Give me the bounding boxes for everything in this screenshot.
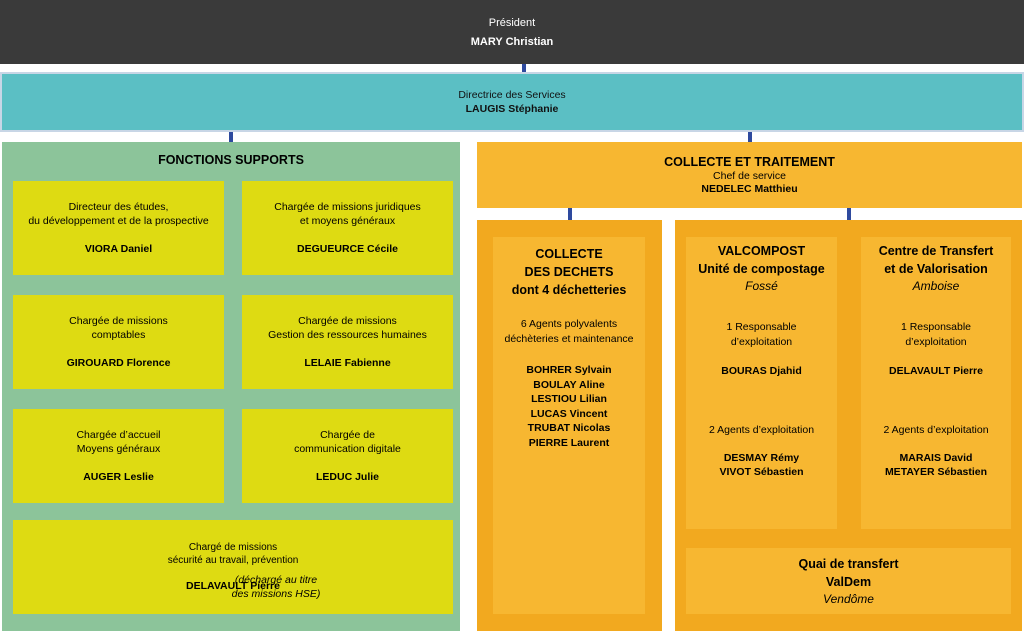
centre-agents: 2 Agents d’exploitation [883,424,989,436]
president-role: Président [488,16,536,29]
connector [229,132,233,142]
centre-place: Amboise [912,279,960,293]
quai-place: Vendôme [823,592,874,606]
support-box-5: Chargée d’accueil Moyens généraux AUGER … [13,409,224,503]
valcompost-agents-names: DESMAY Rémy VIVOT Sébastien [719,452,804,478]
centre-agents-names: MARAIS David METAYER Sébastien [884,452,988,478]
collecte-traitement-role: Chef de service [713,170,786,182]
support-role: Directeur des études, du développement e… [28,201,209,227]
support-name: GIROUARD Florence [66,357,171,369]
support-name: VIORA Daniel [84,243,153,255]
support-name: LELAIE Fabienne [304,357,391,369]
connector [847,208,851,220]
directrice-name: LAUGIS Stéphanie [465,103,559,115]
centre-transfert-box: Centre de Transfert et de Valorisation A… [861,237,1011,529]
president-name: MARY Christian [470,35,554,48]
support-role: Chargé de missions sécurité au travail, … [167,542,299,566]
president-box: Président MARY Christian [0,0,1024,64]
support-role: Chargée de missions juridiques et moyens… [274,201,421,227]
support-name: DEGUEURCE Cécile [297,243,398,255]
centre-title: Centre de Transfert et de Valorisation [878,244,994,276]
support-role: Chargée de communication digitale [294,429,401,455]
valcompost-agents: 2 Agents d’exploitation [708,424,815,436]
valcompost-resp-name: BOURAS Djahid [721,365,802,377]
valcompost-title: VALCOMPOST Unité de compostage [698,244,825,276]
connector [568,208,572,220]
connector [522,64,526,72]
support-role: Chargée de missions comptables [69,315,168,341]
support-box-4: Chargée de missions Gestion des ressourc… [242,295,453,389]
quai-title: Quai de transfert ValDem [798,557,899,589]
support-name: LEDUC Julie [315,471,379,483]
centre-resp: 1 Responsable d’exploitation [900,321,972,348]
collecte-dechets-title: COLLECTE DES DECHETS dont 4 déchetteries [511,247,627,297]
directrice-role: Directrice des Services [458,89,566,101]
support-role: Chargée de missions Gestion des ressourc… [268,315,427,341]
support-box-6: Chargée de communication digitale LEDUC … [242,409,453,503]
collecte-traitement-title: COLLECTE ET TRAITEMENT [664,155,835,169]
supports-title: FONCTIONS SUPPORTS [158,153,304,167]
collecte-dechets-box: COLLECTE DES DECHETS dont 4 déchetteries… [493,237,645,614]
centre-resp-name: DELAVAULT Pierre [889,365,983,377]
hse-note: (déchargé au titre des missions HSE) [231,574,321,600]
directrice-box: Directrice des Services LAUGIS Stéphanie [0,72,1024,132]
connector [748,132,752,142]
collecte-traitement-box: COLLECTE ET TRAITEMENT Chef de service N… [477,142,1022,208]
quai-transfert-box: Quai de transfert ValDem Vendôme [686,548,1011,614]
collecte-dechets-names: BOHRER Sylvain BOULAY Aline LESTIOU Lili… [526,364,612,449]
support-box-1: Directeur des études, du développement e… [13,181,224,275]
support-name: AUGER Leslie [83,471,154,483]
support-box-hse: Chargé de missions sécurité au travail, … [13,520,453,614]
support-box-3: Chargée de missions comptables GIROUARD … [13,295,224,389]
collecte-dechets-agents: 6 Agents polyvalents déchèteries et main… [504,318,634,345]
valcompost-place: Fossé [745,279,778,293]
support-role: Chargée d’accueil Moyens généraux [76,429,161,455]
valcompost-resp: 1 Responsable d’exploitation [726,321,797,348]
valcompost-box: VALCOMPOST Unité de compostage Fossé 1 R… [686,237,837,529]
collecte-traitement-name: NEDELEC Matthieu [701,183,798,195]
support-box-2: Chargée de missions juridiques et moyens… [242,181,453,275]
support-name: DELAVAULT Pierre [186,580,280,592]
